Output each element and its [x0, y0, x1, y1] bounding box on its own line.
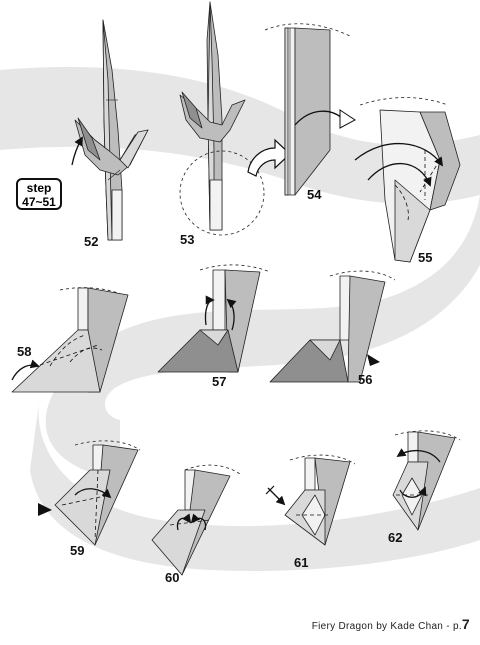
step-number-55: 55 — [418, 250, 432, 265]
step-number-58: 58 — [17, 344, 31, 359]
step-reference-range: 47~51 — [22, 195, 56, 209]
step-54-model — [264, 23, 356, 196]
step-number-61: 61 — [294, 555, 308, 570]
step-number-54: 54 — [307, 187, 322, 202]
step-number-53: 53 — [180, 232, 194, 247]
step-53-model — [179, 1, 291, 236]
step-61-model — [265, 454, 356, 546]
step-58-model — [11, 287, 131, 393]
step-number-52: 52 — [84, 234, 98, 249]
background-swirl — [0, 67, 480, 571]
step-56-model — [269, 270, 396, 383]
page-number: 7 — [461, 616, 470, 632]
step-number-56: 56 — [358, 372, 372, 387]
step-number-62: 62 — [388, 530, 402, 545]
step-59-model — [38, 440, 141, 546]
step-reference-box: step 47~51 — [16, 178, 62, 210]
step-57-model — [157, 264, 271, 373]
step-55-model — [354, 97, 461, 263]
step-number-57: 57 — [212, 374, 226, 389]
step-number-59: 59 — [70, 543, 84, 558]
step-60-model — [151, 464, 241, 576]
page-footer: Fiery Dragon by Kade Chan - p.7 — [312, 616, 470, 632]
step-reference-label: step — [26, 181, 52, 195]
step-number-60: 60 — [165, 570, 179, 585]
step-52-model — [71, 19, 149, 241]
step-62-model — [392, 430, 461, 531]
footer-credit: Fiery Dragon by Kade Chan - p. — [311, 621, 462, 632]
